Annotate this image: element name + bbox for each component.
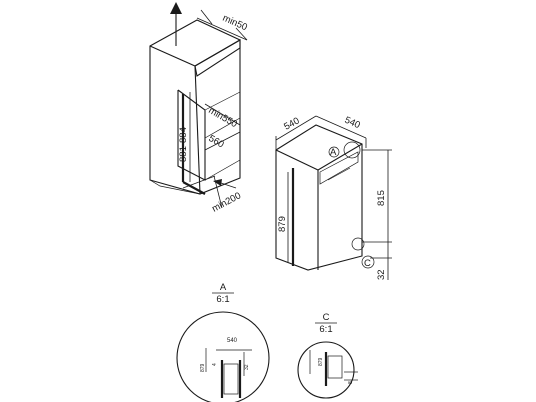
detail-a-scale: 6:1 [216,294,229,305]
appliance-door-height-label: 815 [376,190,387,206]
appliance-marker-a: A [330,147,337,158]
niche-min-depth-label: min550 [207,105,239,130]
detail-a-gap-label: 4 [212,363,218,366]
up-arrow-icon [170,2,182,46]
niche-min-vent-label: min200 [210,190,243,214]
detail-a-width-label: 540 [227,338,238,344]
detail-c-scale: 6:1 [319,324,332,335]
detail-c: C 6:1 879 8 [297,312,358,399]
detail-c-title: C [323,312,330,323]
niche-height-label: 881-884 [178,127,189,162]
appliance-plinth-label: 32 [376,269,387,280]
detail-c-gap-label: 8 [348,381,354,384]
detail-a: A 6:1 540 879 4 32 [176,282,270,402]
appliance-drawing: 540 540 879 815 32 A C [275,115,392,280]
appliance-marker-c: C [364,258,371,269]
appliance-body-height-label: 879 [277,216,288,232]
detail-c-height-label: 879 [318,357,324,366]
appliance-depth-label: 540 [282,115,301,132]
niche-cabinet: min50 min550 560 881-884 min200 [149,2,249,215]
detail-a-height-label: 879 [200,363,206,372]
detail-a-plinth-label: 32 [244,364,250,370]
detail-a-title: A [220,282,227,293]
